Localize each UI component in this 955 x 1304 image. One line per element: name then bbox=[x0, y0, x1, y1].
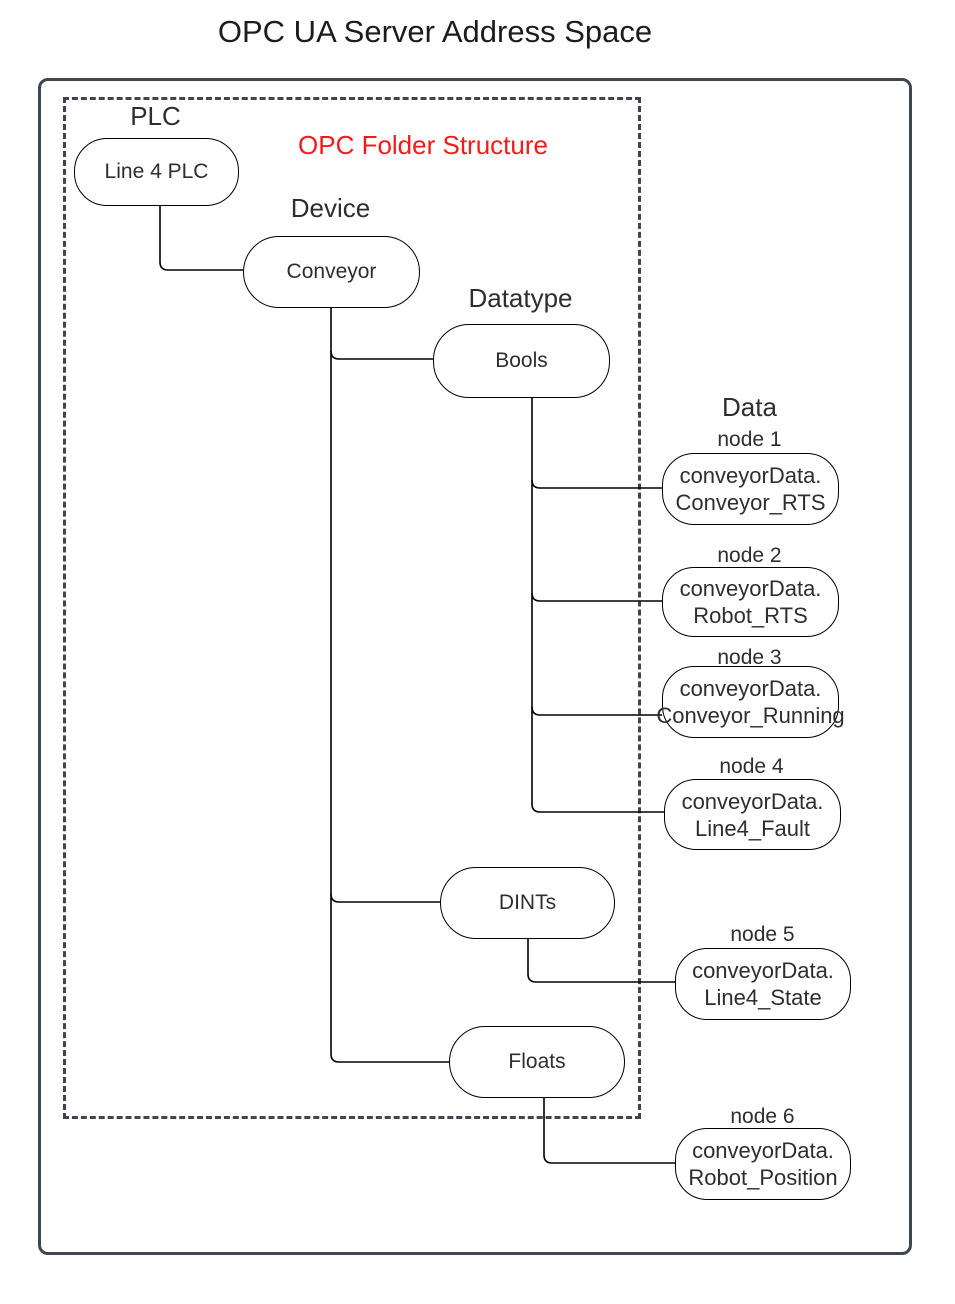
connector-bools-trunk-to-node4 bbox=[531, 396, 664, 813]
connector-branch-to-node2 bbox=[531, 592, 662, 602]
connector-plc-to-conveyor bbox=[159, 204, 243, 271]
connector-branch-to-dints bbox=[330, 893, 440, 903]
node-pill-dints: DINTs bbox=[440, 867, 615, 939]
connector-branch-to-bools bbox=[330, 350, 433, 360]
node-pill-line4-plc: Line 4 PLC bbox=[74, 138, 239, 206]
node-pill-bools: Bools bbox=[433, 324, 610, 398]
data-node-4-pill: conveyorData. Line4_Fault bbox=[664, 779, 841, 850]
connector-branch-to-node3 bbox=[531, 706, 662, 716]
column-label-data: Data bbox=[722, 392, 777, 422]
data-node-5-pill: conveyorData. Line4_State bbox=[675, 948, 851, 1020]
data-node-2-label: node 2 bbox=[717, 544, 782, 567]
connector-conveyor-trunk-to-floats bbox=[330, 307, 449, 1063]
page-title: OPC UA Server Address Space bbox=[217, 14, 653, 49]
data-node-3-pill: conveyorData. Conveyor_Running bbox=[656, 666, 845, 738]
address-space-frame bbox=[38, 78, 912, 1255]
folder-structure-label: OPC Folder Structure bbox=[298, 130, 548, 160]
data-node-6-label: node 6 bbox=[730, 1105, 795, 1128]
column-label-plc: PLC bbox=[130, 101, 181, 131]
connector-branch-to-node1 bbox=[531, 479, 662, 489]
data-node-3-label: node 3 bbox=[717, 646, 782, 669]
connector-dints-to-node5 bbox=[527, 937, 675, 983]
data-node-6-pill: conveyorData. Robot_Position bbox=[675, 1128, 851, 1200]
connector-floats-to-node6 bbox=[543, 1096, 675, 1164]
data-node-4-label: node 4 bbox=[719, 755, 784, 778]
column-label-device: Device bbox=[290, 193, 371, 223]
data-node-1-label: node 1 bbox=[717, 428, 782, 451]
data-node-1-pill: conveyorData. Conveyor_RTS bbox=[662, 453, 839, 525]
node-pill-conveyor: Conveyor bbox=[243, 236, 420, 308]
column-label-datatype: Datatype bbox=[468, 283, 573, 313]
node-pill-floats: Floats bbox=[449, 1026, 625, 1098]
data-node-5-label: node 5 bbox=[730, 923, 795, 946]
opc-folder-structure-frame bbox=[63, 97, 641, 1119]
data-node-2-pill: conveyorData. Robot_RTS bbox=[662, 567, 839, 637]
